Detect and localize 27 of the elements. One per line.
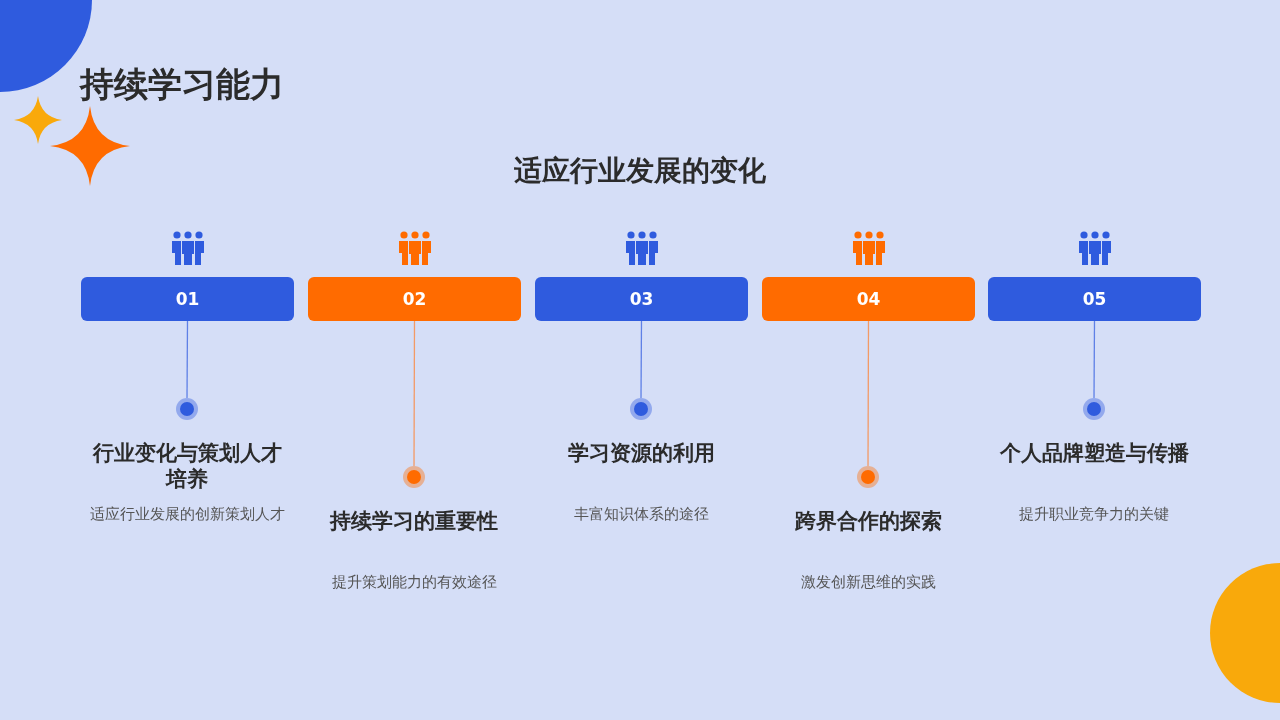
step-description: 激发创新思维的实践 bbox=[799, 572, 937, 593]
number-box: 02 bbox=[308, 277, 521, 321]
subtitle: 适应行业发展的变化 bbox=[513, 153, 767, 189]
step-heading: 行业变化与策划人才培养 bbox=[91, 440, 283, 492]
number-box: 03 bbox=[535, 277, 748, 321]
connector-line bbox=[413, 320, 416, 467]
timeline-dot bbox=[857, 466, 879, 488]
step-description: 提升策划能力的有效途径 bbox=[330, 572, 498, 593]
timeline-dot bbox=[176, 398, 198, 420]
connector-line bbox=[867, 320, 870, 467]
number-box: 04 bbox=[762, 277, 975, 321]
connector-line bbox=[186, 320, 189, 399]
step-description: 适应行业发展的创新策划人才 bbox=[88, 504, 286, 525]
step-description: 提升职业竞争力的关键 bbox=[1018, 504, 1170, 525]
title: 持续学习能力 bbox=[80, 63, 284, 106]
timeline-dot bbox=[403, 466, 425, 488]
timeline-dot bbox=[1083, 398, 1105, 420]
step-heading: 个人品牌塑造与传播 bbox=[998, 440, 1190, 466]
step-heading: 持续学习的重要性 bbox=[328, 508, 499, 534]
timeline-dot bbox=[630, 398, 652, 420]
step-heading: 跨界合作的探索 bbox=[793, 508, 943, 534]
number-box: 01 bbox=[81, 277, 294, 321]
step-heading: 学习资源的利用 bbox=[566, 440, 716, 466]
connector-line bbox=[1093, 320, 1096, 399]
connector-line bbox=[640, 320, 643, 399]
number-box: 05 bbox=[988, 277, 1201, 321]
step-description: 丰富知识体系的途径 bbox=[572, 504, 710, 525]
